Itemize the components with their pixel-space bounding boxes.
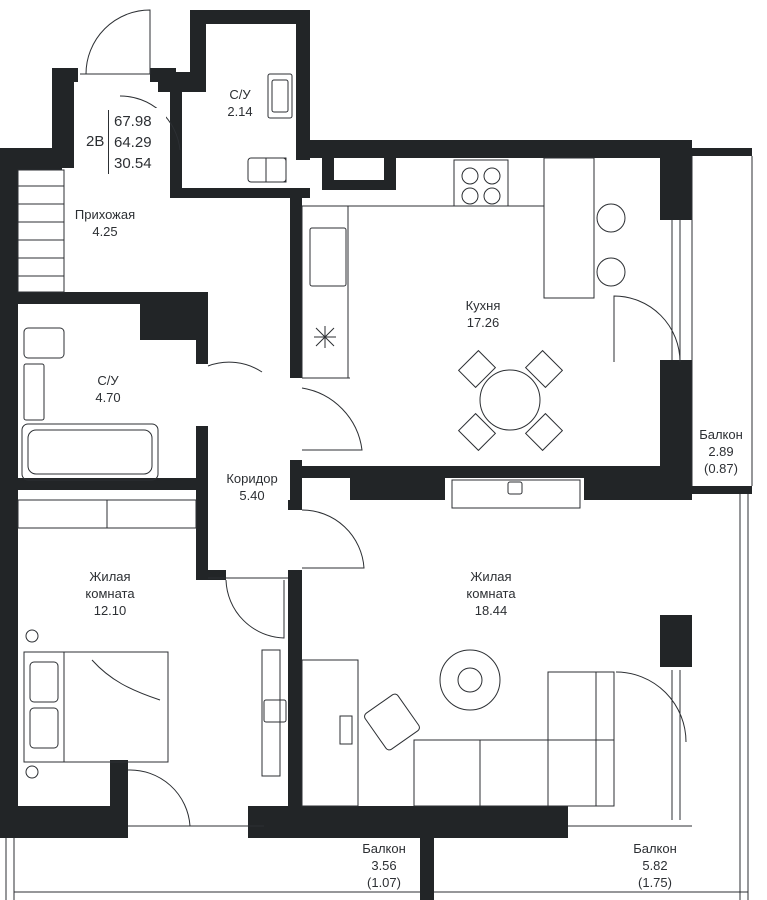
bed: [23, 651, 169, 763]
balcony-right-top: [692, 148, 752, 156]
wall-top-left: [0, 148, 62, 170]
balcony-bottom-right-outline: [434, 494, 749, 900]
wall-bath-topleft: [158, 72, 206, 92]
shaft-bottom: [322, 180, 396, 190]
wall-right-lower: [660, 615, 692, 667]
wall-bath-right: [296, 10, 310, 160]
wall-top-main: [296, 140, 692, 158]
bath2-toilet: [23, 327, 65, 359]
wall-bath2-right-top: [196, 292, 208, 364]
bar-stool-2: [596, 257, 626, 287]
unit-info-divider: [108, 110, 109, 174]
balcony-right-outline: [691, 156, 753, 486]
wall-bottom-left: [0, 806, 128, 838]
wall-bath-left: [190, 10, 206, 90]
chair-4: [524, 412, 564, 452]
computer: [339, 715, 353, 745]
thin-lines: [5, 9, 753, 900]
wall-bath-bottom: [170, 188, 310, 198]
wall-bedroom-door-jamb: [110, 760, 128, 810]
wall-bedroom-right: [196, 478, 208, 578]
residential-area: 30.54: [114, 155, 152, 172]
unit-info-box: 2В 67.98 64.29 30.54: [78, 108, 166, 176]
wall-corridor-piece: [288, 500, 302, 510]
kitchen-table: [479, 369, 541, 431]
wall-bath2-right-low: [196, 426, 208, 486]
living-door-swing: [301, 509, 365, 569]
bath1-sink: [267, 73, 293, 119]
unit-type: 2В: [86, 133, 105, 150]
living-area: 64.29: [114, 134, 152, 151]
wall-bath-top: [190, 10, 308, 24]
wall-bath-inner-left: [170, 88, 182, 196]
pillow-2: [29, 707, 59, 749]
bedroom-tv-stand: [261, 649, 281, 777]
bath2-door-swing: [207, 361, 263, 373]
wall-living-top-2: [584, 478, 664, 500]
desk: [301, 659, 359, 807]
kitchen-island: [543, 157, 595, 299]
hall-wardrobe: [17, 169, 65, 293]
balcony-bottom-left-outline: [5, 838, 420, 900]
balcony-right-bottom: [692, 486, 752, 494]
wall-right-mid: [660, 360, 692, 500]
chair-1: [457, 349, 497, 389]
desk-chair: [364, 693, 420, 751]
wall-bath2-bottom: [18, 478, 208, 490]
living-tv-stand: [451, 479, 581, 509]
wall-kitchen-left: [290, 198, 302, 378]
walls: [0, 10, 752, 900]
wall-entry-top-left: [52, 68, 78, 82]
kitchen-door-swing: [301, 387, 363, 451]
kitchen-fan: [314, 326, 336, 348]
chair-2: [524, 349, 564, 389]
bath1-toilet: [247, 157, 287, 183]
bedroom-door-swing: [225, 579, 285, 639]
pillow-1: [29, 661, 59, 703]
hob-1: [461, 167, 479, 185]
bedroom-balcony-door: [127, 769, 191, 827]
wall-bottom-mid: [264, 806, 568, 838]
wall-entry-left: [52, 68, 74, 168]
kitchen-sink: [309, 227, 347, 287]
entry-door-swing: [85, 9, 151, 75]
bar-stool-1: [596, 203, 626, 233]
wall-right-top: [660, 140, 692, 220]
unit-areas: 67.98 64.29 30.54: [114, 111, 152, 174]
nightstand-lamp-1: [25, 629, 39, 643]
living-balcony-door: [615, 671, 687, 743]
kitchen-balcony-door: [613, 295, 681, 363]
wall-living-top-1: [350, 478, 445, 500]
total-area: 67.98: [114, 113, 152, 130]
wall-balcony-divider: [420, 826, 434, 900]
bath2-sink: [23, 363, 45, 421]
wall-kitchen-bottom: [290, 466, 660, 478]
wall-left-outer: [0, 148, 18, 838]
rug: [439, 649, 501, 711]
bathtub: [21, 423, 159, 481]
wall-living-left: [288, 570, 302, 810]
wall-bedroom-corner: [196, 570, 226, 580]
chair-3: [457, 412, 497, 452]
nightstand-lamp-2: [25, 765, 39, 779]
sofa: [413, 671, 615, 807]
wall-bottom-gap: [248, 806, 278, 838]
